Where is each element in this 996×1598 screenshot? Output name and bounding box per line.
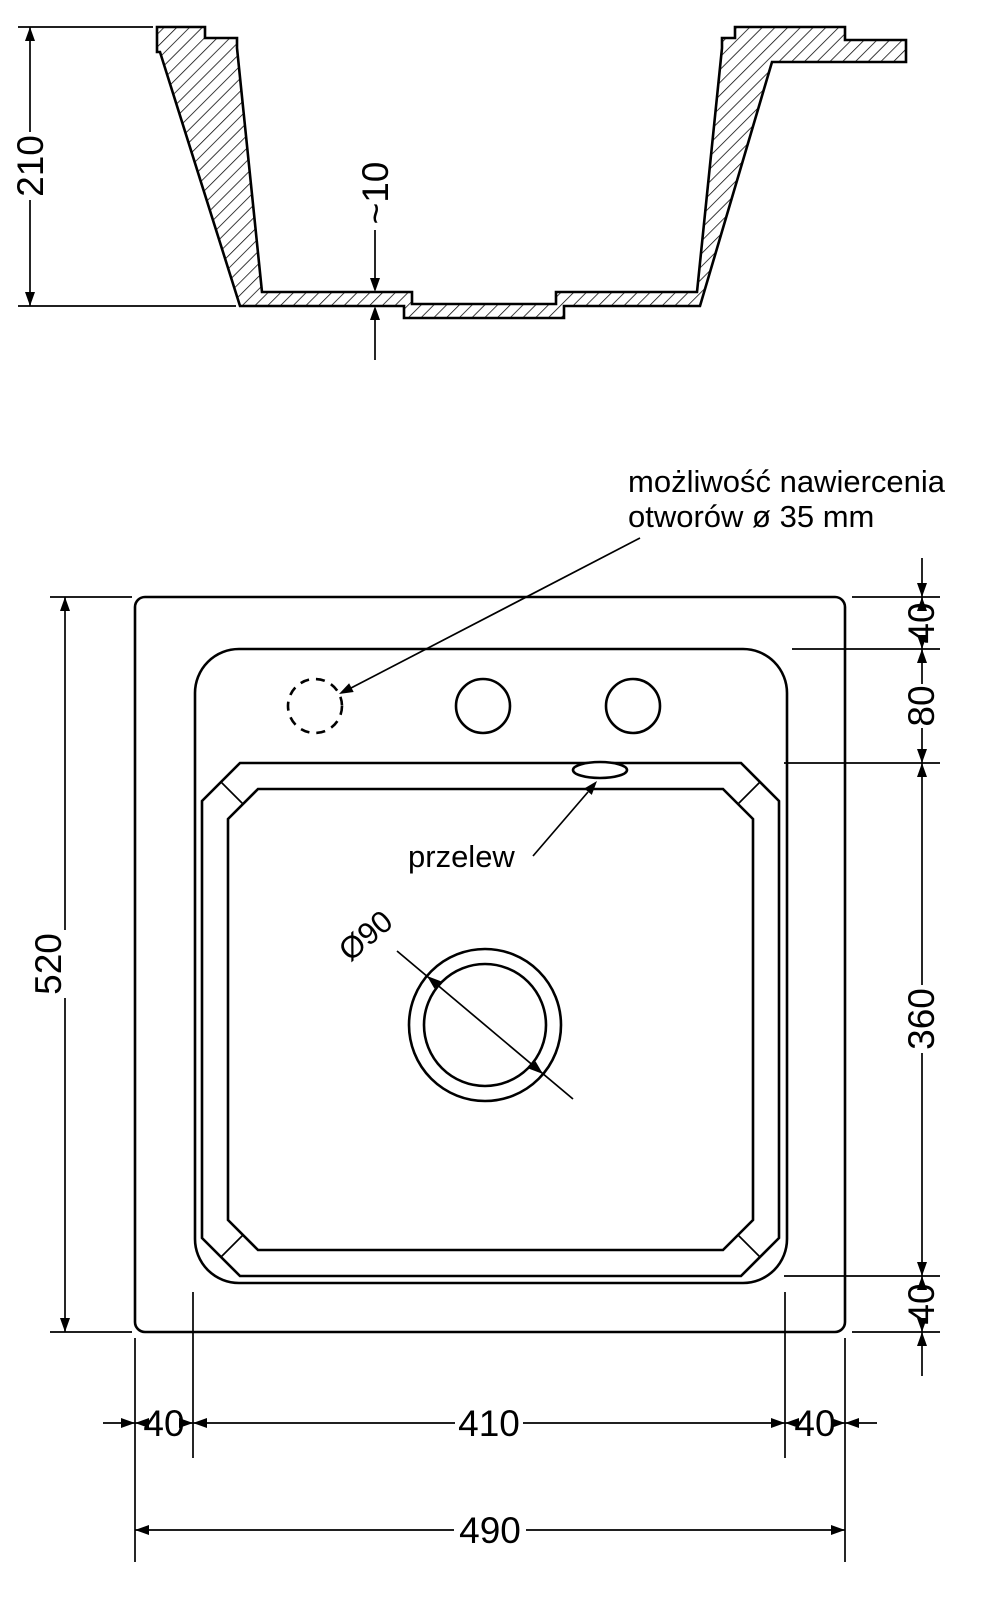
width-label: 490 (454, 1510, 526, 1551)
drill-note-line2: otworów ø 35 mm (628, 499, 874, 534)
label-backplate (454, 1512, 526, 1548)
drain-outer-circle (407, 947, 563, 1103)
rim-inner-edge (193, 647, 789, 1285)
arrowhead (917, 1332, 927, 1346)
basin-corner-line (737, 781, 761, 805)
arrowhead (845, 1418, 859, 1428)
arrowhead (917, 583, 927, 597)
dim-chain-right: 40 80 360 40 (784, 558, 942, 1376)
drain-inner-circle (422, 962, 548, 1088)
sink-outer-edge (133, 595, 847, 1334)
arrowhead (917, 597, 927, 611)
arrowhead (917, 1262, 927, 1276)
drain-diameter-label: Ø90 (332, 903, 399, 967)
dim-depth-label: 210 (10, 132, 51, 200)
basin-inner-edge (226, 787, 755, 1252)
cross-section-view: 210 ~10 (10, 25, 908, 360)
arrowhead (370, 278, 380, 292)
diameter-line (396, 950, 574, 1100)
overflow-slot (571, 760, 629, 780)
label-backplate (455, 1405, 523, 1441)
drill-note-callout: możliwość nawiercenia otworów ø 35 mm (339, 464, 946, 694)
drill-note-line1: możliwość nawiercenia (628, 464, 946, 499)
dim-bottom-thickness: ~10 (355, 162, 396, 360)
arrowhead (179, 1418, 193, 1428)
dim-height-520: 520 (28, 596, 132, 1333)
height-value: 520 (28, 933, 69, 995)
label-backplate (30, 930, 66, 998)
width-value: 490 (459, 1510, 521, 1551)
left-offset-label: 40 (142, 1403, 186, 1444)
arrowhead (831, 1418, 845, 1428)
basin-height-label: 360 (901, 985, 942, 1053)
faucet-hole-optional-dashed (286, 677, 344, 735)
leader-line (350, 537, 641, 689)
basin-width-label: 410 (455, 1403, 523, 1444)
arrowhead (584, 781, 597, 795)
basin-corner-line (220, 1234, 244, 1258)
arrowhead (917, 749, 927, 763)
arrowhead (135, 1525, 149, 1535)
arrowhead (529, 1061, 543, 1074)
arrowhead (427, 976, 441, 989)
label-backplate (903, 601, 939, 645)
arrowhead (917, 635, 927, 649)
label-backplate (12, 132, 48, 200)
arrowhead (917, 763, 927, 777)
faucet-hole-1 (454, 677, 512, 735)
arrowhead (60, 1318, 70, 1332)
depth-value: 210 (10, 135, 51, 197)
deck-height-label: 80 (901, 684, 942, 728)
label-backplate (793, 1405, 837, 1441)
leader-line (532, 791, 589, 857)
label-backplate (903, 684, 939, 728)
arrowhead (135, 1418, 149, 1428)
overflow-callout: przelew (408, 781, 597, 874)
basin-height-value: 360 (901, 988, 942, 1050)
dim-depth-210: 210 (10, 26, 236, 307)
arrowhead (370, 306, 380, 320)
drain-diameter-callout: Ø90 (332, 903, 574, 1100)
thickness-label: ~10 (355, 162, 396, 225)
basin-corner-line (737, 1234, 761, 1258)
thickness-value: ~10 (355, 162, 396, 225)
arrowhead (771, 1418, 785, 1428)
arrowhead (917, 1276, 927, 1290)
basin-outer-edge (200, 761, 781, 1278)
basin-width-value: 410 (458, 1403, 520, 1444)
arrowhead (831, 1525, 845, 1535)
label-backplate (903, 1282, 939, 1326)
arrowhead (917, 1318, 927, 1332)
dim-chain-bottom: 40 410 40 (103, 1292, 877, 1562)
right-offset-label: 40 (793, 1403, 837, 1444)
plan-view (133, 595, 847, 1334)
arrowhead (193, 1418, 207, 1428)
label-backplate (142, 1405, 186, 1441)
height-label: 520 (28, 930, 69, 998)
arrowhead (339, 683, 354, 694)
arrowhead (785, 1418, 799, 1428)
drain-diameter-value: Ø90 (332, 903, 399, 967)
right-offset-value: 40 (794, 1403, 835, 1444)
arrowhead (121, 1418, 135, 1428)
bottom-offset-value: 40 (901, 1283, 942, 1324)
overflow-label: przelew (408, 839, 515, 874)
basin-corner-line (220, 781, 244, 805)
sink-profile-outline (155, 25, 908, 320)
deck-height-value: 80 (901, 685, 942, 726)
arrowhead (917, 649, 927, 663)
left-offset-value: 40 (143, 1403, 184, 1444)
arrowhead (25, 292, 35, 306)
bottom-offset-label: 40 (901, 1282, 942, 1326)
arrowhead (60, 597, 70, 611)
label-backplate (903, 985, 939, 1053)
dim-width-490: 490 (135, 1510, 845, 1551)
arrowhead (25, 27, 35, 41)
faucet-hole-2 (604, 677, 662, 735)
